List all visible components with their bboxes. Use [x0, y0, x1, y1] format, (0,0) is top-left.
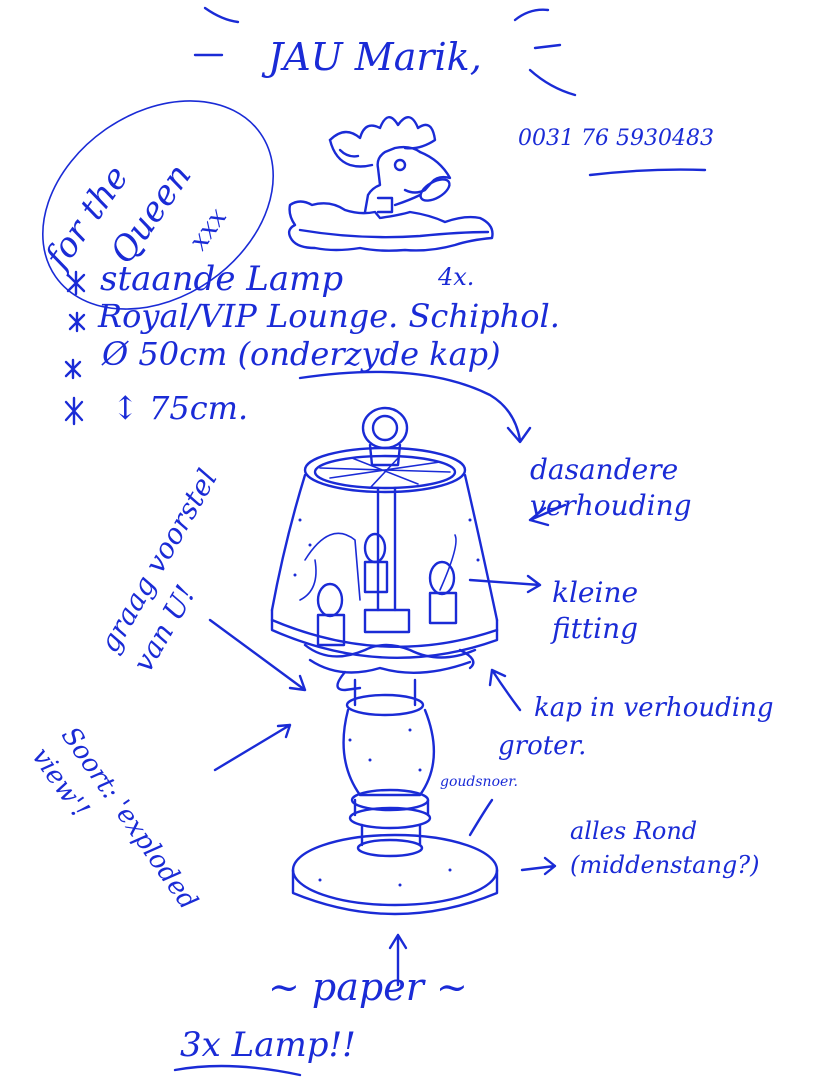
note-shade: kap in verhouding groter. [498, 693, 774, 761]
phone-number: 0031 76 5930483 [518, 126, 714, 151]
note-proportion: dasandere verhouding [530, 453, 692, 523]
note-fitting: kleine fitting [552, 576, 639, 646]
annotation-arrows [173, 503, 567, 1077]
note-cord: goudsnoer. [440, 774, 518, 790]
note-count: 3x Lamp!! [180, 1025, 356, 1065]
bullet-icons [64, 270, 86, 426]
greeting-flourish-icon [193, 6, 707, 177]
note-paper: ~ paper ~ [268, 965, 468, 1009]
spec-item-1: staande Lamp [100, 259, 344, 299]
note-round: alles Rond (middenstang?) [570, 817, 760, 879]
oval-circle-icon [42, 100, 274, 310]
ornament-icon [287, 116, 494, 252]
lamp-sketch-icon [270, 406, 499, 916]
spec-item-4: ↕ 75cm. [112, 389, 249, 427]
greeting-text: JAU Marik, [268, 35, 482, 79]
spec-quantity: 4x. [438, 263, 475, 291]
spec-item-3: Ø 50cm (onderzyde kap) [102, 335, 501, 373]
arrow-icon [298, 370, 522, 442]
spec-item-2: Royal/VIP Lounge. Schiphol. [98, 297, 560, 335]
